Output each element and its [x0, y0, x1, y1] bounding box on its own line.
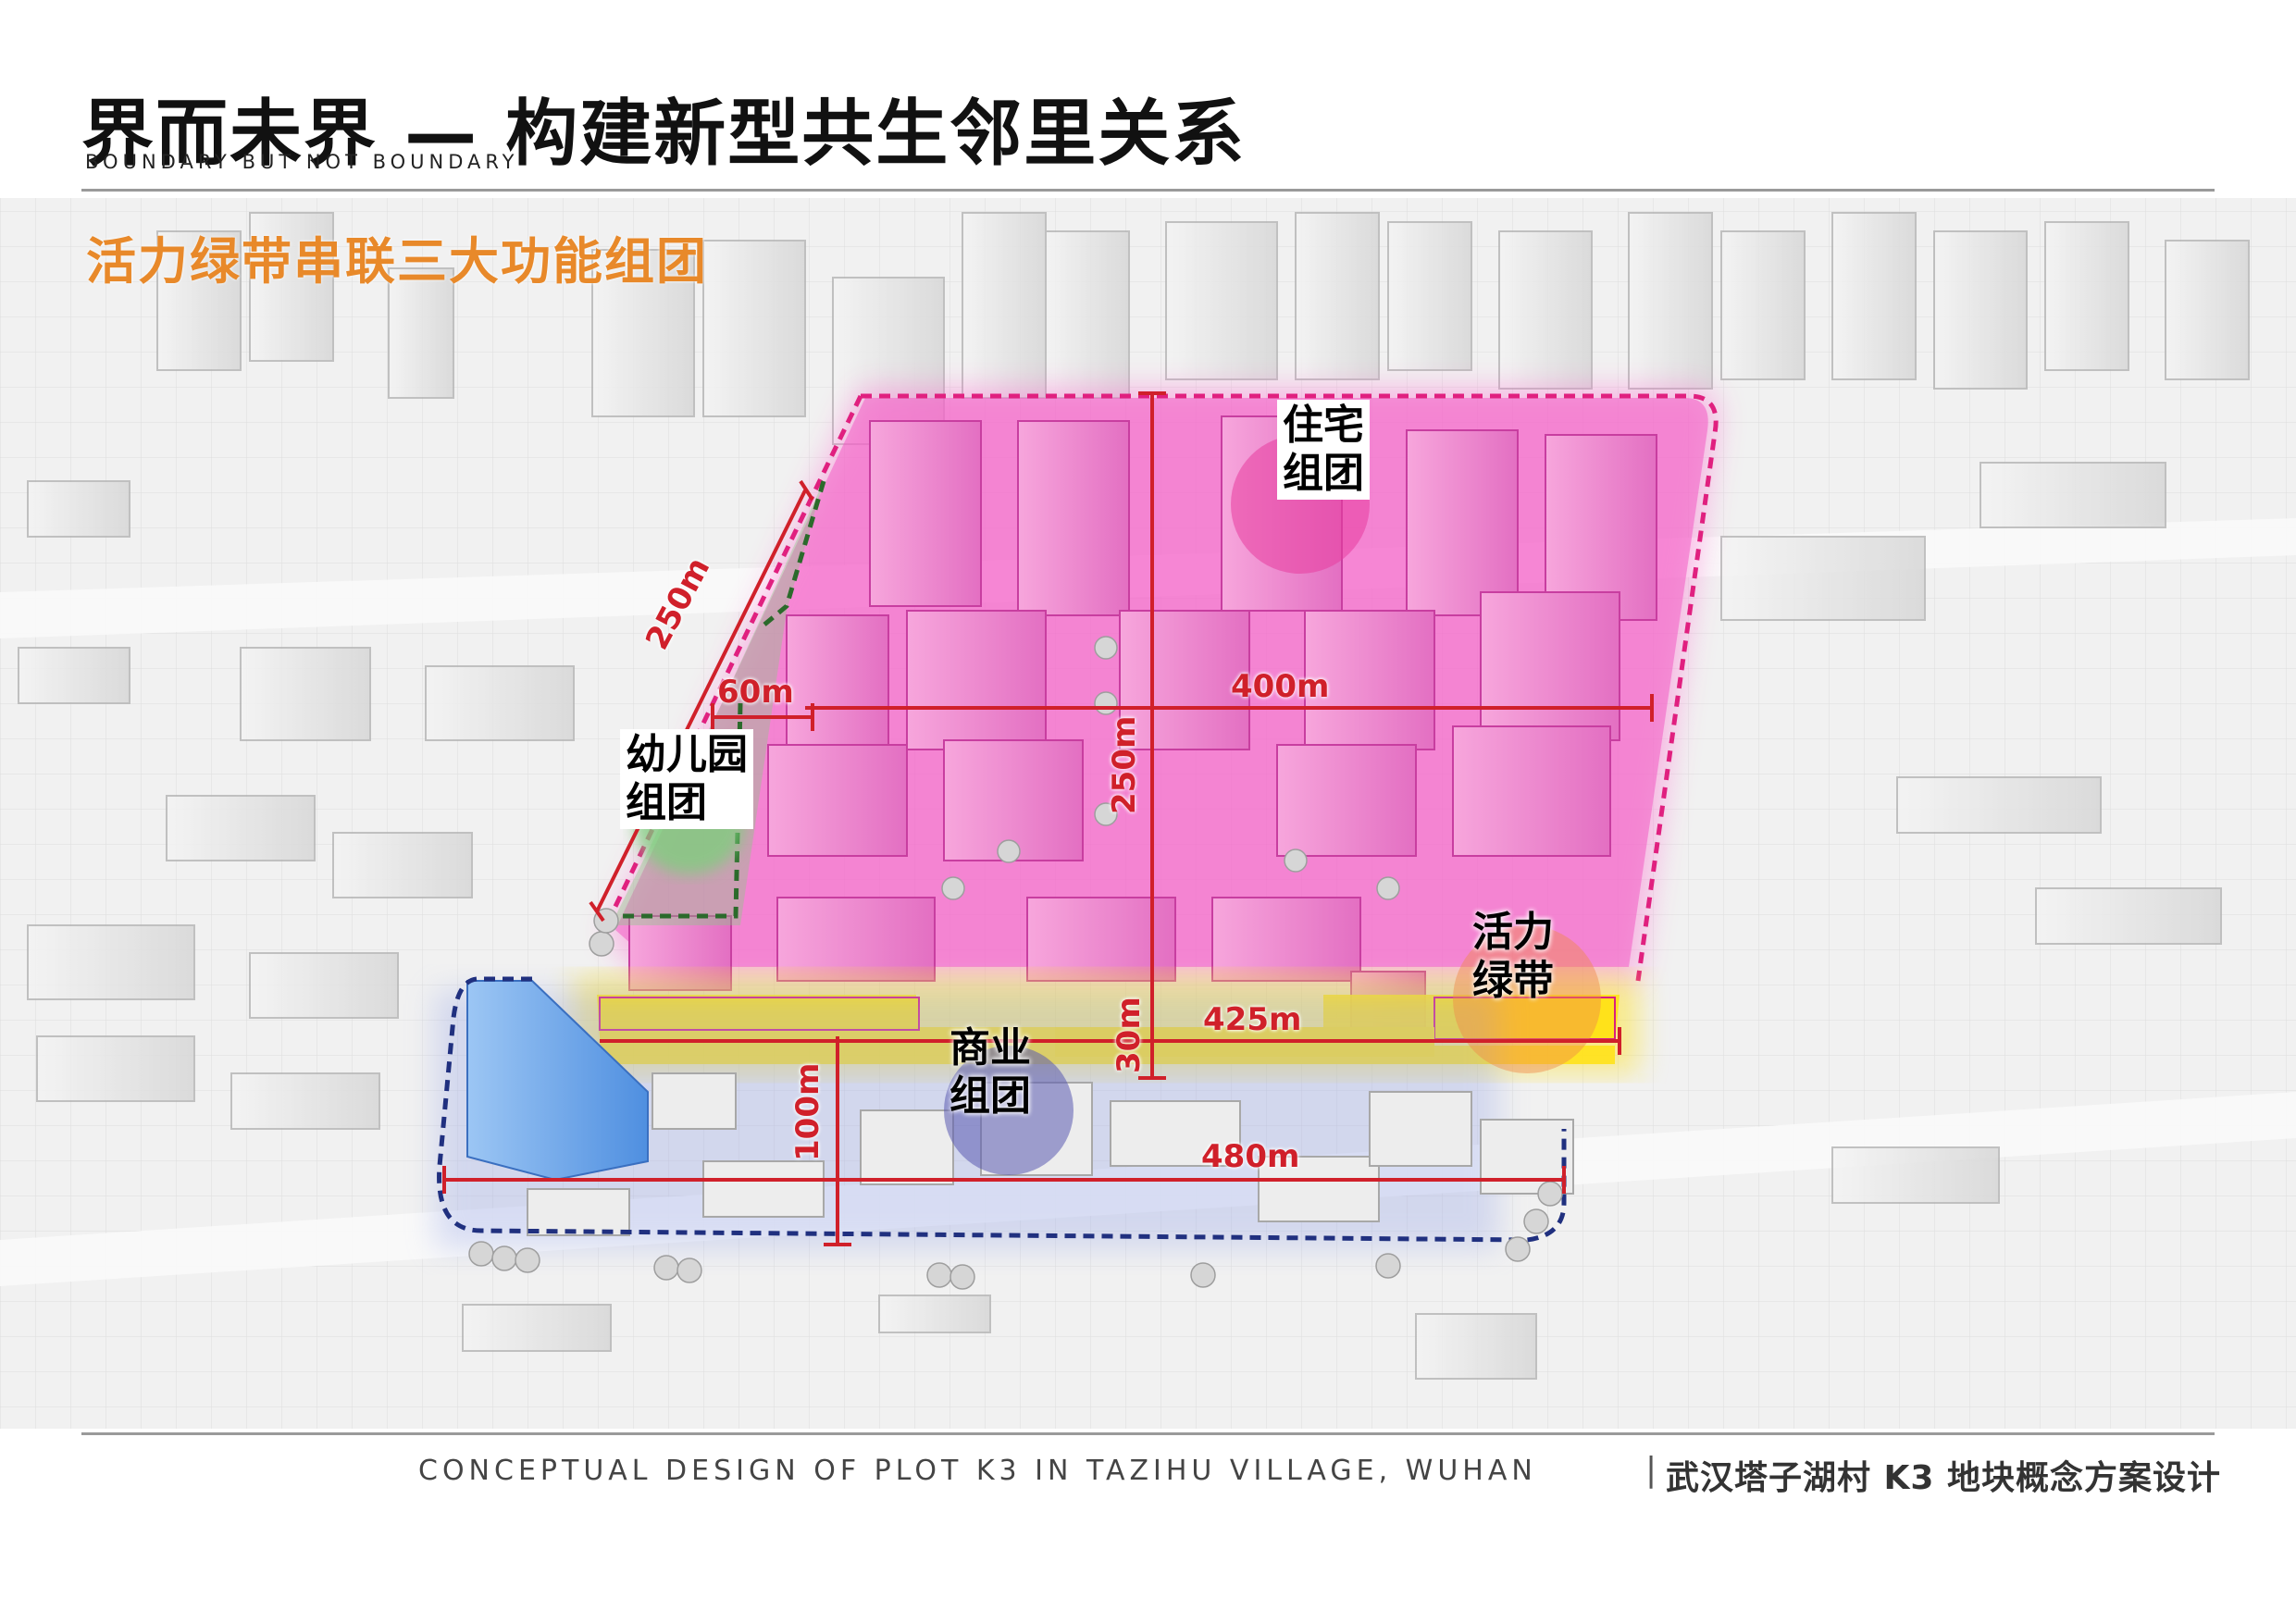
- bottom-divider: [81, 1432, 2215, 1435]
- commercial-boundary: [437, 976, 1567, 1243]
- dim-30: 30m: [1111, 997, 1148, 1073]
- dim-400: 400m: [1231, 668, 1330, 705]
- green-belt-marker: [1453, 925, 1601, 1073]
- footer-project-en: CONCEPTUAL DESIGN OF PLOT K3 IN TAZIHU V…: [418, 1455, 1537, 1487]
- commercial-label: 商业 组团: [949, 1024, 1031, 1120]
- commercial-marker: [944, 1046, 1074, 1175]
- footer-project-zh: 武汉塔子湖村 K3 地块概念方案设计: [1666, 1459, 2222, 1497]
- context-buildings: [18, 212, 2250, 1380]
- top-divider: [81, 189, 2215, 192]
- dim-100: 100m: [789, 1062, 826, 1161]
- residential-label: 住宅 组团: [1277, 400, 1370, 500]
- page-subtitle-en: BOUNDARY BUT NOT BOUNDARY: [85, 151, 519, 173]
- dim-60: 60m: [717, 674, 794, 711]
- tree-clusters: [468, 636, 1563, 1290]
- green-belt-label: 活力 绿带: [1472, 909, 1554, 1004]
- dim-425: 425m: [1203, 1001, 1302, 1038]
- diagram-heading: 活力绿带串联三大功能组团: [86, 232, 708, 291]
- dim-480: 480m: [1201, 1138, 1300, 1175]
- dim-250-vertical: 250m: [1106, 715, 1143, 814]
- kindergarten-label: 幼儿园 组团: [620, 729, 753, 829]
- footer-separator: |: [1645, 1451, 1657, 1489]
- dimension-lines: [442, 391, 1654, 1246]
- page-title: 界而未界 — 构建新型共生邻里关系: [81, 93, 1247, 176]
- residential-boundary: [861, 393, 1719, 982]
- site-diagram: [0, 198, 2296, 1429]
